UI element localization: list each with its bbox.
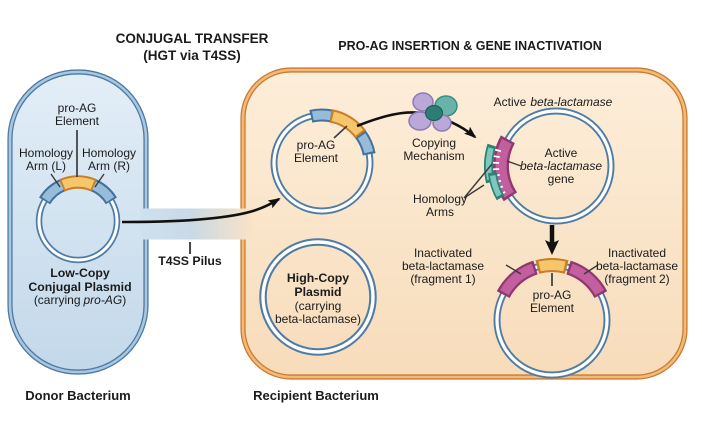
- arm-right-pointer-line: [94, 173, 105, 188]
- arm-left-label-line1: Homology: [19, 146, 73, 160]
- homology-arms-label-line2: Arms: [426, 205, 454, 219]
- donor-proag-label-line1: pro-AG: [58, 101, 97, 115]
- fragment2-label-line2: beta-lactamase: [596, 259, 678, 273]
- homology-arm-right-segment: [91, 181, 115, 203]
- high-copy-label-line4: beta-lactamase): [275, 312, 361, 326]
- proag-element-segment: [61, 177, 95, 190]
- donor-conjugal-plasmid: [35, 130, 121, 264]
- homology-arm-left-segment: [311, 110, 332, 121]
- active-gene-label-line1: Active: [545, 146, 578, 160]
- pilus-label: T4SS Pilus: [158, 254, 222, 268]
- fragment2-label-line3: (fragment 2): [604, 272, 669, 286]
- left-title-line2: (HGT via T4SS): [143, 48, 241, 63]
- high-copy-label-line1: High-Copy: [287, 271, 349, 285]
- active-gene-segment: [495, 139, 514, 198]
- homology-arm-right-segment: [357, 133, 374, 154]
- homology-arms-pointer-line-1: [463, 184, 485, 199]
- fragment2-segment: [568, 263, 604, 296]
- copying-mechanism-label-line2: Mechanism: [403, 149, 464, 163]
- arm-left-label-line2: Arm (L): [26, 159, 66, 173]
- arm-left-pointer-line: [50, 173, 61, 188]
- fragment1-label-line2: beta-lactamase: [402, 259, 484, 273]
- inactivated-proag-label-line2: Element: [530, 301, 575, 315]
- copying-mechanism-icon: [408, 92, 458, 132]
- arm-right-label-line2: Arm (R): [88, 159, 130, 173]
- transferred-proag-label-line1: pro-AG: [297, 138, 336, 152]
- conjugation-channel: [140, 205, 252, 254]
- left-title-line1: CONJUGAL TRANSFER: [116, 31, 269, 46]
- recipient-cell-body: [243, 70, 685, 377]
- proag-element-segment: [331, 111, 363, 136]
- active-gene-label-line2: beta-lactamase: [520, 159, 602, 173]
- transfer-arrow: [121, 197, 281, 224]
- copying-mechanism-label-line1: Copying: [412, 136, 456, 150]
- active-beta-lactamase-plasmid: [463, 107, 615, 225]
- proag-pointer-line: [333, 125, 348, 139]
- high-copy-label-line3: (carrying: [295, 299, 342, 313]
- donor-proag-label-line2: Element: [55, 114, 100, 128]
- homology-arm-strip2: [489, 175, 502, 197]
- transferred-proag-label-line2: Element: [294, 151, 339, 165]
- fragment2-pointer-line: [583, 264, 599, 275]
- transferred-proag-plasmid: [270, 108, 376, 215]
- fragment1-label-line1: Inactivated: [414, 246, 472, 260]
- arm-right-label-line1: Homology: [82, 146, 136, 160]
- fragment1-segment: [500, 263, 536, 296]
- inactivated-plasmid: [493, 258, 611, 379]
- donor-plasmid-caption-line1: Low-Copy: [50, 266, 110, 280]
- fragment1-pointer-line: [505, 264, 522, 275]
- homology-arm-left-segment: [41, 181, 65, 203]
- inactivated-proag-label-line1: pro-AG: [533, 288, 572, 302]
- plasmid-ring-gap: [261, 240, 375, 354]
- channel-lumen: [140, 208, 252, 240]
- donor-cell-label: Donor Bacterium: [25, 388, 130, 403]
- recipient-cell-label: Recipient Bacterium: [253, 388, 379, 403]
- mechanism-blob-teal-dark: [424, 104, 444, 122]
- high-copy-plasmid: [259, 238, 377, 356]
- active-gene-label-line3: gene: [548, 172, 575, 186]
- gene-pointer-line: [506, 160, 522, 167]
- homology-arms-label-line1: Homology: [413, 192, 467, 206]
- high-copy-label-line2: Plasmid: [294, 285, 341, 299]
- donor-plasmid-caption-line2: Conjugal Plasmid: [28, 280, 131, 294]
- right-title: PRO-AG INSERTION & GENE INACTIVATION: [338, 39, 601, 53]
- homology-arms-pointer-line-2: [463, 163, 493, 199]
- mechanism-blob-lavender-2: [408, 111, 432, 131]
- donor-cell-body: [10, 72, 146, 372]
- fragment2-label-line1: Inactivated: [608, 246, 666, 260]
- proag-element-segment: [538, 260, 566, 272]
- mechanism-blob-lavender-1: [412, 92, 434, 112]
- fragment1-label-line3: (fragment 1): [410, 272, 475, 286]
